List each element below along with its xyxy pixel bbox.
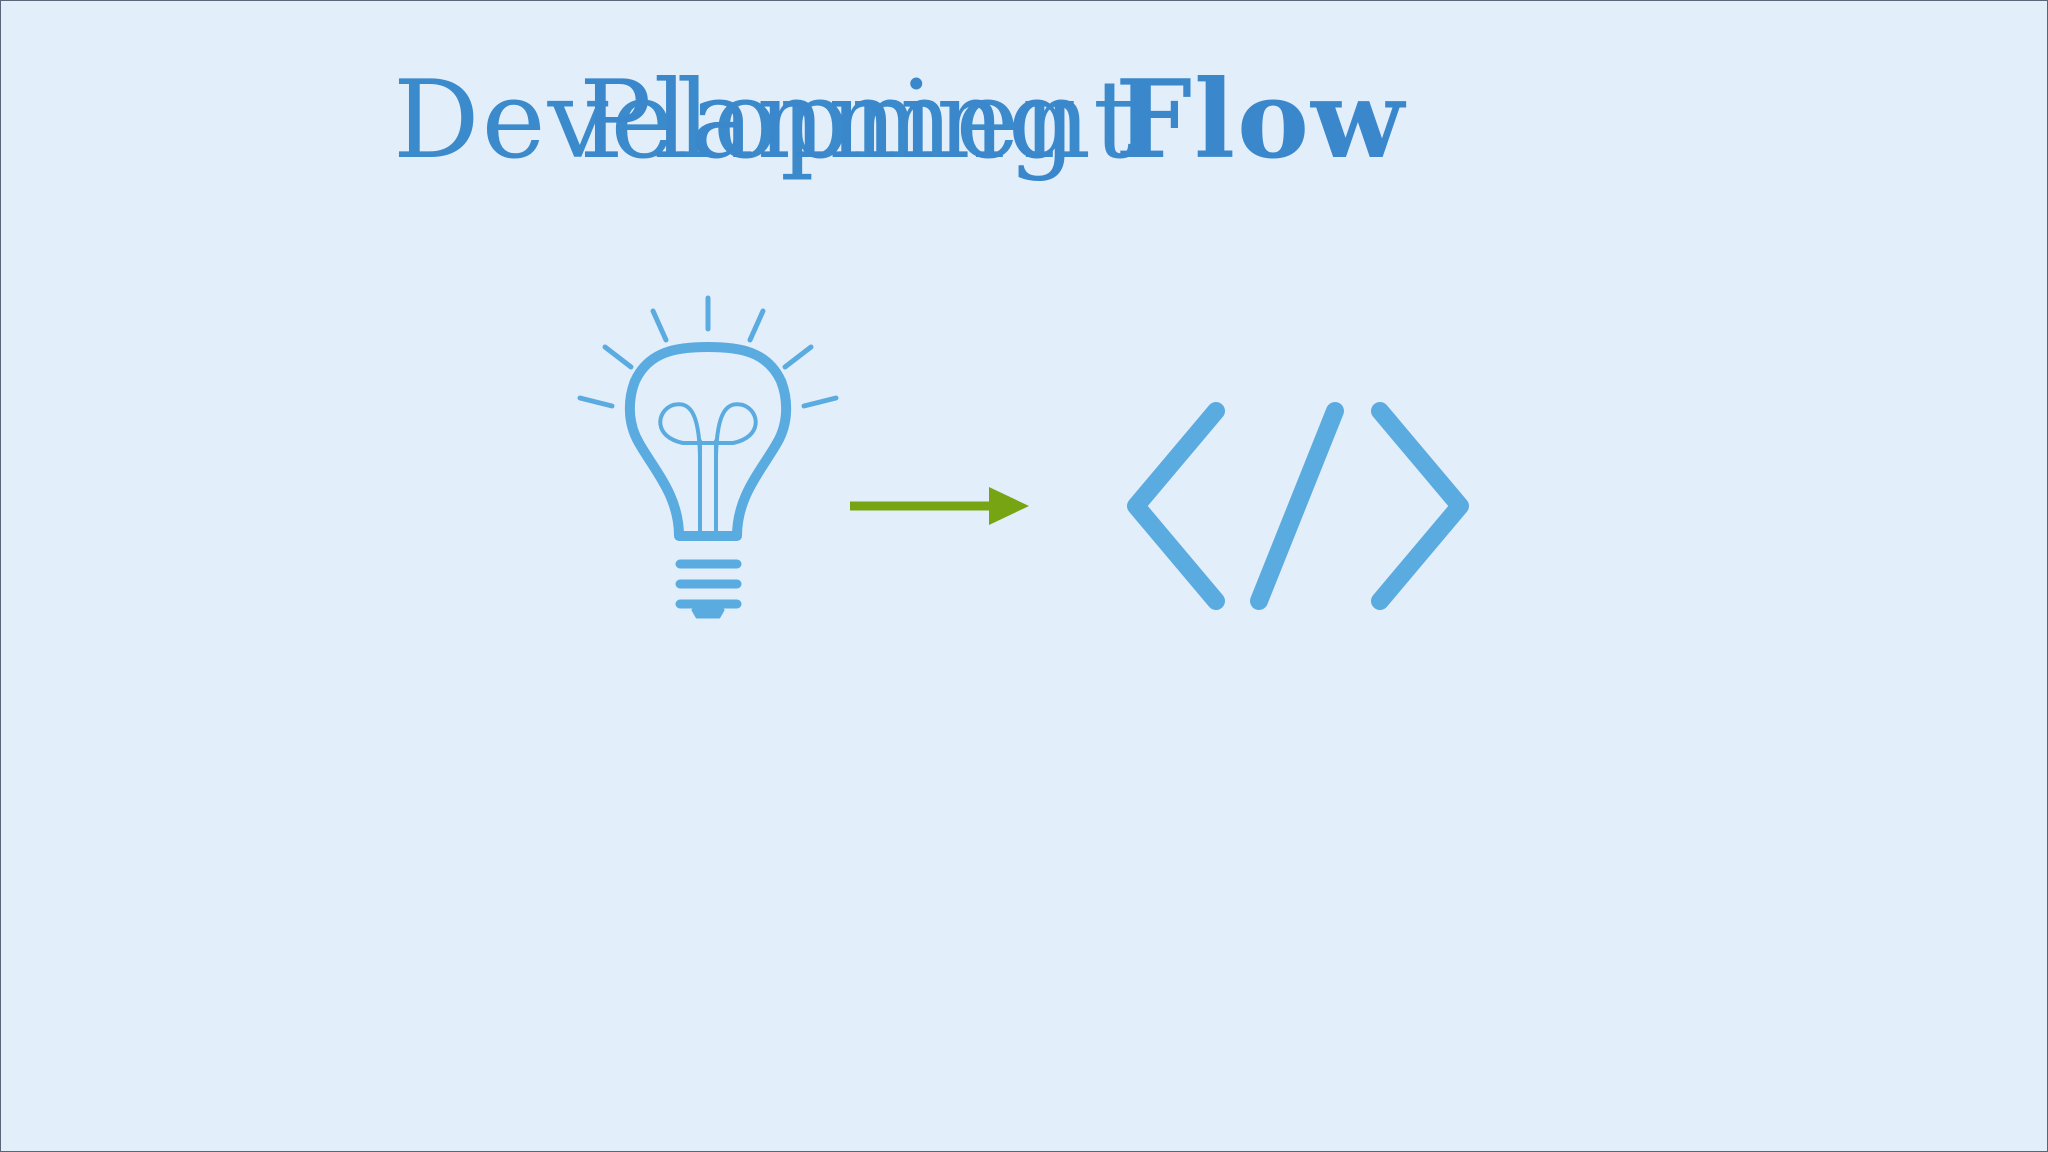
lightbulb-base [675, 559, 742, 609]
left-angle-bracket [1127, 402, 1225, 610]
lightbulb-icon [577, 295, 839, 619]
lightbulb-glass [624, 342, 792, 541]
lightbulb-tip [691, 608, 725, 619]
lightbulb-rays [577, 295, 839, 409]
slide-title-planning-flow: Planning Flow [579, 56, 1406, 186]
code-slash [1250, 402, 1344, 610]
code-brackets-icon [1127, 402, 1469, 610]
right-angle-bracket [1371, 402, 1469, 610]
title-word-planning: Planning [579, 58, 1079, 183]
arrow-right-icon [850, 487, 1029, 525]
slide-title-development: Development [393, 58, 1139, 183]
title-word-flow: Flow [1115, 57, 1407, 183]
lightbulb-filament [658, 402, 758, 540]
